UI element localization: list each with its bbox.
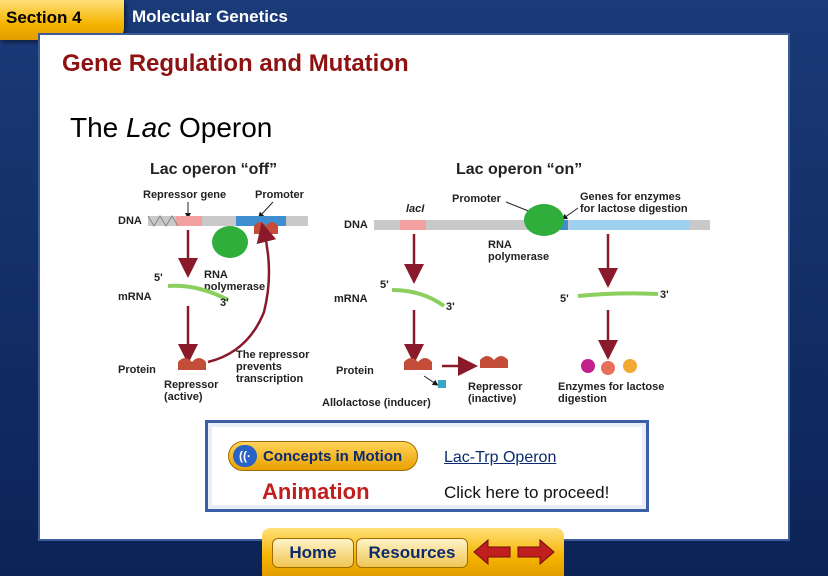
proceed-button[interactable]: Click here to proceed! <box>444 483 609 503</box>
lac-trp-operon-link[interactable]: Lac-Trp Operon <box>444 449 556 467</box>
on-title: Lac operon “on” <box>456 161 582 178</box>
on-rna-pol-label-1: RNA <box>488 239 512 251</box>
on-repressor-label-1: Repressor <box>468 381 523 393</box>
heading-suffix: Operon <box>171 112 272 143</box>
heading-prefix: The <box>70 112 126 143</box>
off-dna-strand <box>148 216 308 226</box>
off-repressor-protein <box>178 358 206 370</box>
on-five-prime-b: 5' <box>560 293 569 305</box>
concepts-in-motion-box[interactable]: ((· Concepts in Motion Animation Lac-Trp… <box>205 420 649 512</box>
on-enzyme-2 <box>601 361 615 375</box>
on-three-prime-b: 3' <box>660 289 669 301</box>
off-repressor-label-2: (active) <box>164 391 203 403</box>
concepts-in-motion-pill[interactable]: ((· Concepts in Motion <box>228 441 418 471</box>
off-repressor-gene-label: Repressor gene <box>143 189 226 201</box>
on-enzyme-3 <box>623 359 637 373</box>
on-repressor-protein <box>404 358 432 370</box>
off-protein-label: Protein <box>118 364 156 376</box>
forward-arrow-icon[interactable] <box>516 537 556 567</box>
home-button[interactable]: Home <box>272 538 354 568</box>
section-label: Section 4 <box>6 8 82 28</box>
on-laci-label: lacI <box>406 203 425 215</box>
on-inactive-repressor <box>480 356 508 368</box>
on-promoter-label: Promoter <box>452 193 502 205</box>
off-title: Lac operon “off” <box>150 161 277 178</box>
animation-label: Animation <box>262 479 370 505</box>
on-dna-label: DNA <box>344 219 368 231</box>
on-genes-label-2: for lactose digestion <box>580 203 688 215</box>
off-prevents-label-3: transcription <box>236 373 304 385</box>
off-three-prime: 3' <box>220 297 229 309</box>
heading-italic: Lac <box>126 112 171 143</box>
on-rna-polymerase <box>524 204 564 236</box>
on-allolactose-label: Allolactose (inducer) <box>322 397 431 409</box>
concepts-label: Concepts in Motion <box>263 448 402 465</box>
on-mrna-strand-b <box>578 293 658 296</box>
off-prevents-label-2: prevents <box>236 361 282 373</box>
on-enzymes-label-2: digestion <box>558 393 607 405</box>
on-three-prime-a: 3' <box>446 301 455 313</box>
off-dna-label: DNA <box>118 215 142 227</box>
broadcast-icon: ((· <box>233 445 257 467</box>
on-enzymes-label-1: Enzymes for lactose <box>558 381 664 393</box>
chapter-title: Molecular Genetics <box>132 7 288 27</box>
on-mrna-label: mRNA <box>334 293 368 305</box>
off-promoter-label: Promoter <box>255 189 305 201</box>
off-repressor-label-1: Repressor <box>164 379 219 391</box>
on-rna-pol-label-2: polymerase <box>488 251 549 263</box>
off-five-prime: 5' <box>154 272 163 284</box>
on-mrna-strand-a <box>392 290 444 306</box>
on-protein-label: Protein <box>336 365 374 377</box>
on-enzyme-1 <box>581 359 595 373</box>
on-genes-label-1: Genes for enzymes <box>580 191 681 203</box>
bottom-navbar: Home Resources <box>262 528 564 576</box>
concepts-inner: ((· Concepts in Motion Animation Lac-Trp… <box>212 427 642 505</box>
off-prevents-label-1: The repressor <box>236 349 310 361</box>
slide-heading: The Lac Operon <box>70 112 272 144</box>
off-rna-polymerase <box>212 226 248 258</box>
page-title: Gene Regulation and Mutation <box>62 50 409 78</box>
resources-button[interactable]: Resources <box>356 538 468 568</box>
on-five-prime-a: 5' <box>380 279 389 291</box>
back-arrow-icon[interactable] <box>472 537 512 567</box>
lac-operon-diagram: Lac operon “off” Repressor gene Promoter… <box>108 150 718 412</box>
off-mrna-label: mRNA <box>118 291 152 303</box>
on-repressor-label-2: (inactive) <box>468 393 517 405</box>
on-allolactose <box>438 380 446 388</box>
off-rna-pol-label-1: RNA <box>204 269 228 281</box>
